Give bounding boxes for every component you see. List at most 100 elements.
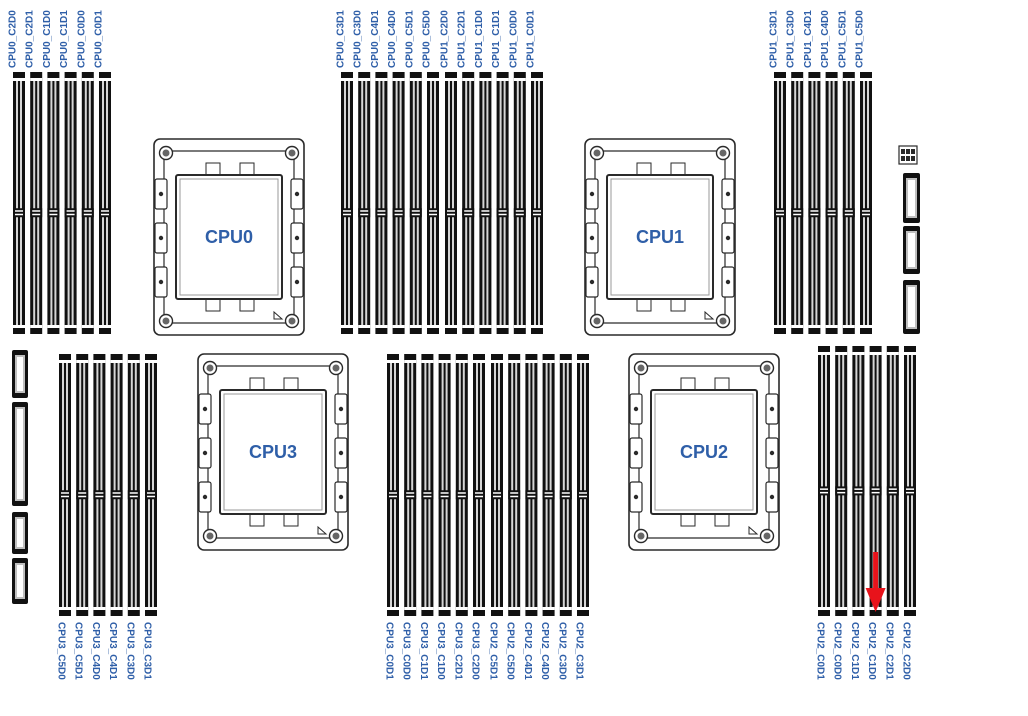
- slot-key-line: [377, 210, 386, 212]
- slot-latch-line-top: [508, 360, 521, 363]
- slot-label-cpu2-c5d0: CPU2_C5D0: [505, 622, 516, 680]
- slot-label-cpu0-c2d1: CPU0_C2D1: [25, 10, 36, 68]
- slot-key-line: [147, 492, 155, 494]
- slot-label-cpu1-c2d1: CPU1_C2D1: [457, 10, 468, 68]
- slot-key-line: [837, 488, 846, 490]
- slot-key-notch: [852, 486, 865, 496]
- slot-key-notch: [409, 208, 422, 218]
- retention-tab: [680, 513, 696, 527]
- slot-key-line: [447, 210, 455, 212]
- dimm-slot-cpu3-c4d0: [93, 354, 106, 616]
- slot-label-cpu1-c4d1: CPU1_C4D1: [803, 10, 814, 68]
- socket-cavity: [219, 389, 327, 515]
- slot-key-line: [810, 213, 819, 216]
- slot-key-line: [820, 488, 828, 490]
- slot-key-line: [406, 492, 415, 494]
- slot-latch-line-top: [358, 78, 371, 81]
- clamp-pin: [769, 406, 775, 412]
- screw-head: [288, 317, 296, 325]
- slot-key-line: [129, 495, 138, 498]
- retention-tab: [249, 513, 265, 527]
- slot-latch-line-bottom: [835, 607, 848, 610]
- slot-key-notch: [47, 208, 60, 218]
- slot-key-line: [854, 491, 863, 494]
- dimm-slot-cpu1-c5d0: [860, 72, 872, 334]
- dimm-slot-cpu3-c0d1: [387, 354, 399, 616]
- slot-latch-line-top: [525, 360, 538, 363]
- retention-tab: [670, 162, 686, 176]
- slot-center-line: [547, 363, 550, 607]
- socket-cavity: [175, 174, 283, 300]
- slot-latch-line-bottom: [455, 607, 468, 610]
- clamp-pin: [769, 450, 775, 456]
- slot-label-cpu0-c5d1: CPU0_C5D1: [404, 10, 415, 68]
- retention-tab: [636, 162, 652, 176]
- clamp-pin: [633, 406, 639, 412]
- slot-latch-line-top: [81, 78, 94, 81]
- slot-key-line: [406, 495, 415, 498]
- slot-latch-line-top: [542, 360, 555, 363]
- slot-key-line: [827, 210, 836, 212]
- dimm-slot-cpu1-c1d1: [496, 72, 509, 334]
- slot-latch-line-bottom: [392, 325, 405, 328]
- slot-key-notch: [869, 486, 882, 496]
- slot-key-notch: [127, 490, 140, 500]
- slot-key-line: [360, 213, 369, 216]
- slot-key-notch: [76, 490, 89, 500]
- dimm-slot-cpu1-c2d1: [462, 72, 475, 334]
- slot-latch-line-top: [559, 360, 572, 363]
- clamp-pin: [202, 494, 208, 500]
- slot-center-line: [564, 363, 567, 607]
- slot-center-line: [536, 81, 538, 325]
- slot-latch-line-top: [30, 78, 43, 81]
- slot-center-line: [530, 363, 533, 607]
- slot-key-notch: [491, 490, 503, 500]
- slot-key-line: [83, 213, 92, 216]
- slot-latch-line-top: [59, 360, 71, 363]
- slot-latch-line-bottom: [47, 325, 60, 328]
- socket-cavity-inner: [654, 393, 754, 511]
- screw-head: [637, 532, 645, 540]
- dimm-slot-cpu2-c3d0: [559, 354, 572, 616]
- slot-latch-line-bottom: [93, 607, 106, 610]
- slot-center-line: [392, 363, 394, 607]
- slot-key-notch: [479, 208, 492, 218]
- slot-latch-line-bottom: [110, 607, 123, 610]
- slot-label-cpu0-c1d0: CPU0_C1D0: [42, 10, 53, 68]
- slot-center-line: [582, 363, 584, 607]
- slot-key-line: [827, 213, 836, 216]
- slot-latch-line-top: [531, 78, 543, 81]
- slot-key-line: [515, 213, 524, 216]
- slot-center-line: [467, 81, 470, 325]
- power-header-pin: [911, 156, 915, 161]
- slot-key-line: [360, 210, 369, 212]
- slot-key-notch: [860, 208, 872, 218]
- retention-tab: [205, 298, 221, 312]
- slot-label-cpu3-c4d0: CPU3_C4D0: [90, 622, 101, 680]
- pin1-marker-icon: [704, 310, 715, 320]
- slot-key-line: [493, 492, 501, 494]
- slot-latch-line-bottom: [59, 607, 71, 610]
- slot-key-line: [475, 495, 483, 498]
- slot-latch-line-top: [409, 78, 422, 81]
- dimm-slot-cpu2-c2d1: [886, 346, 899, 616]
- retention-tab: [714, 377, 730, 391]
- slot-latch-line-bottom: [427, 325, 439, 328]
- slot-latch-line-top: [76, 360, 89, 363]
- connector-port-inner: [908, 287, 915, 327]
- slot-key-line: [498, 213, 507, 216]
- slot-latch-line-top: [99, 78, 111, 81]
- slot-latch-line-top: [835, 352, 848, 355]
- slot-label-cpu1-c4d0: CPU1_C4D0: [820, 10, 831, 68]
- slot-key-line: [862, 213, 870, 216]
- power-header-pin: [901, 156, 905, 161]
- slot-latch-line-bottom: [479, 325, 492, 328]
- left-connector-1: [12, 350, 28, 398]
- slot-key-line: [544, 492, 553, 494]
- slot-key-line: [447, 213, 455, 216]
- slot-latch-line-bottom: [542, 607, 555, 610]
- slot-key-notch: [13, 208, 25, 218]
